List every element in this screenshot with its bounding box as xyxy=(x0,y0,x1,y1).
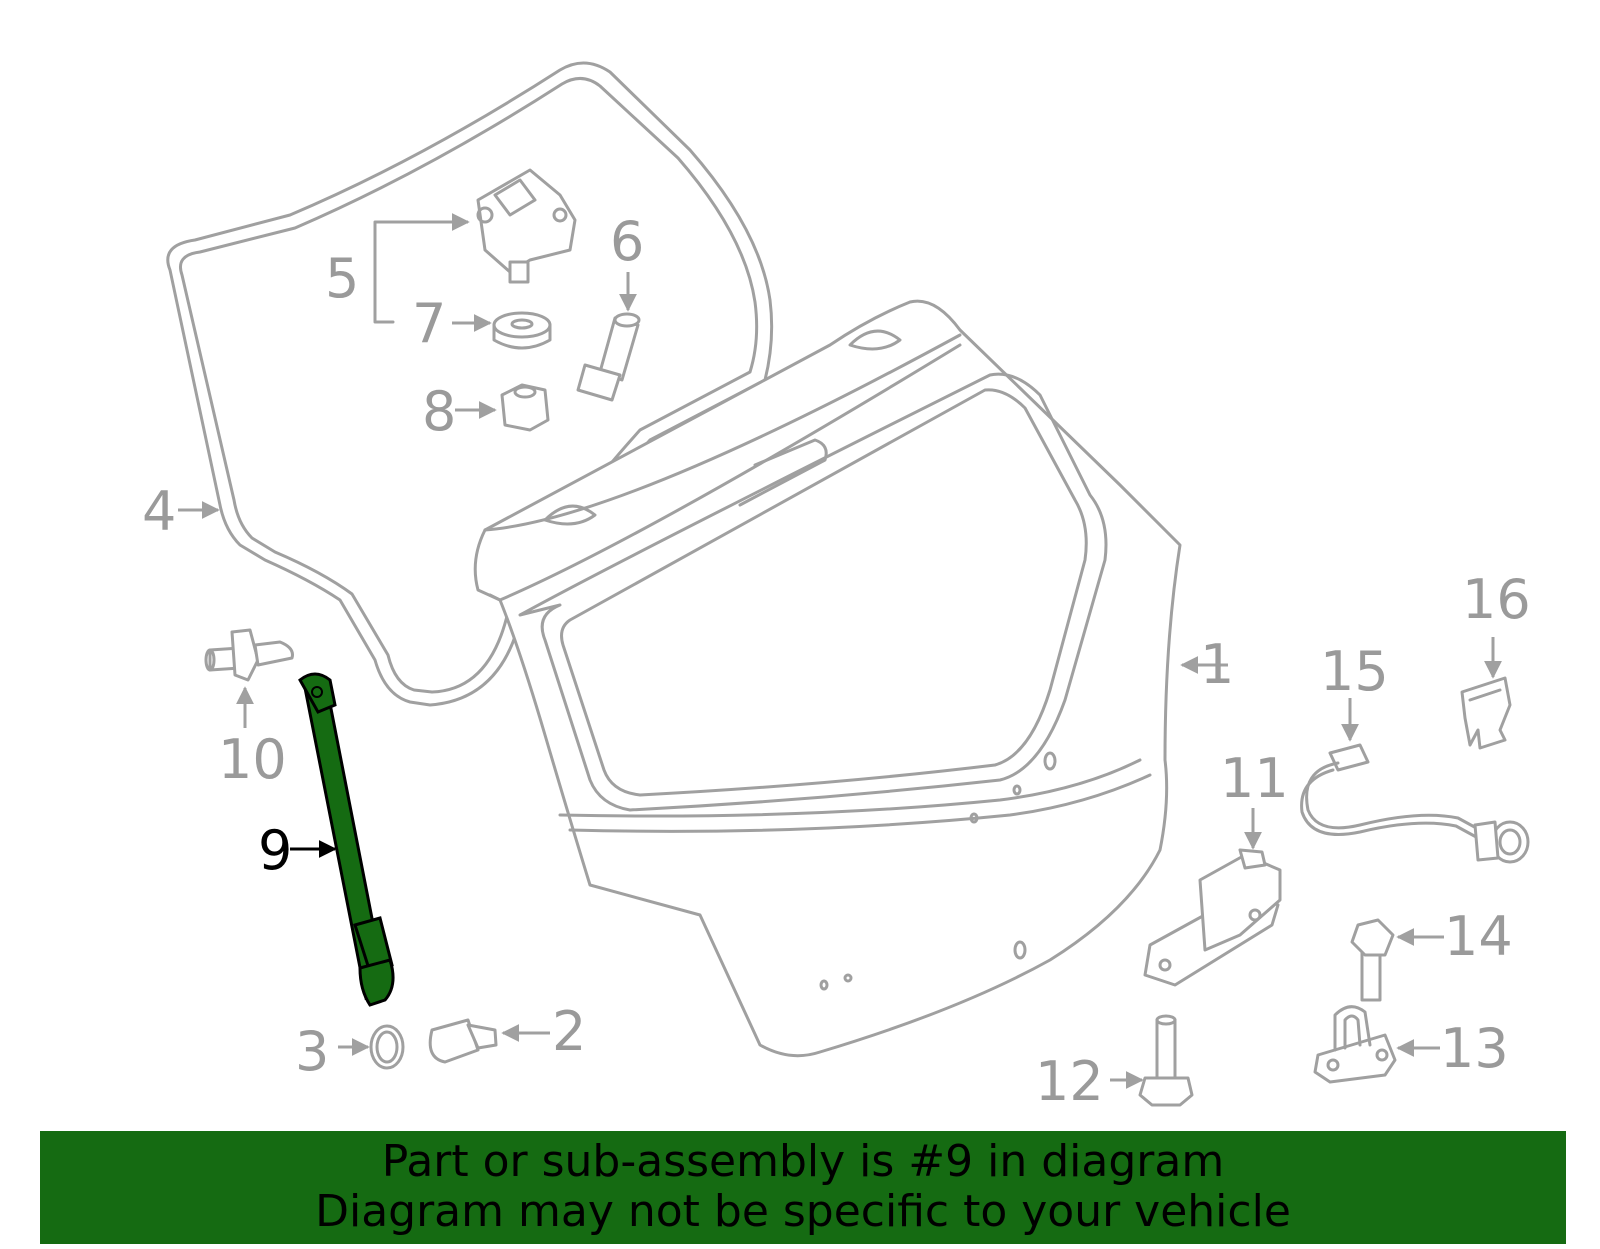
clip-part-16 xyxy=(1460,676,1512,750)
callout-3: 3 xyxy=(295,1020,330,1083)
callout-16: 16 xyxy=(1462,568,1531,631)
gas-strut-part-9 xyxy=(298,672,395,1007)
bolt-part-6 xyxy=(576,312,641,402)
callout-10: 10 xyxy=(218,728,287,791)
banner-line-1: Part or sub-assembly is #9 in diagram xyxy=(381,1136,1225,1187)
striker-part-13 xyxy=(1313,1005,1397,1084)
callout-7: 7 xyxy=(412,292,447,355)
callout-12: 12 xyxy=(1035,1050,1104,1113)
hinge-part-5 xyxy=(476,168,577,284)
bumper-part-2 xyxy=(428,1018,498,1064)
sensor-part-15 xyxy=(1300,743,1530,864)
callout-11: 11 xyxy=(1220,747,1289,810)
callout-1: 1 xyxy=(1200,633,1235,696)
washer-part-7 xyxy=(492,311,552,350)
callout-15: 15 xyxy=(1320,640,1389,703)
callout-14: 14 xyxy=(1444,905,1513,968)
grommet-part-3 xyxy=(369,1024,405,1070)
bracket-line-5 xyxy=(373,220,395,324)
latch-part-11 xyxy=(1143,848,1282,987)
nut-part-8 xyxy=(500,383,550,432)
callout-4: 4 xyxy=(142,480,177,543)
ball-stud-part-10 xyxy=(204,628,294,682)
bolt-part-12 xyxy=(1138,1014,1194,1107)
callout-9: 9 xyxy=(258,819,293,882)
info-banner: Part or sub-assembly is #9 in diagram Di… xyxy=(40,1131,1566,1244)
bolt-part-14 xyxy=(1350,918,1395,1002)
callout-5: 5 xyxy=(325,247,360,310)
parts-diagram xyxy=(166,61,1530,1107)
liftgate-part-1 xyxy=(473,299,1182,1058)
callout-2: 2 xyxy=(552,1000,587,1063)
banner-line-2: Diagram may not be specific to your vehi… xyxy=(315,1186,1291,1237)
callout-13: 13 xyxy=(1440,1017,1509,1080)
callout-8: 8 xyxy=(422,380,457,443)
callout-6: 6 xyxy=(610,210,645,273)
